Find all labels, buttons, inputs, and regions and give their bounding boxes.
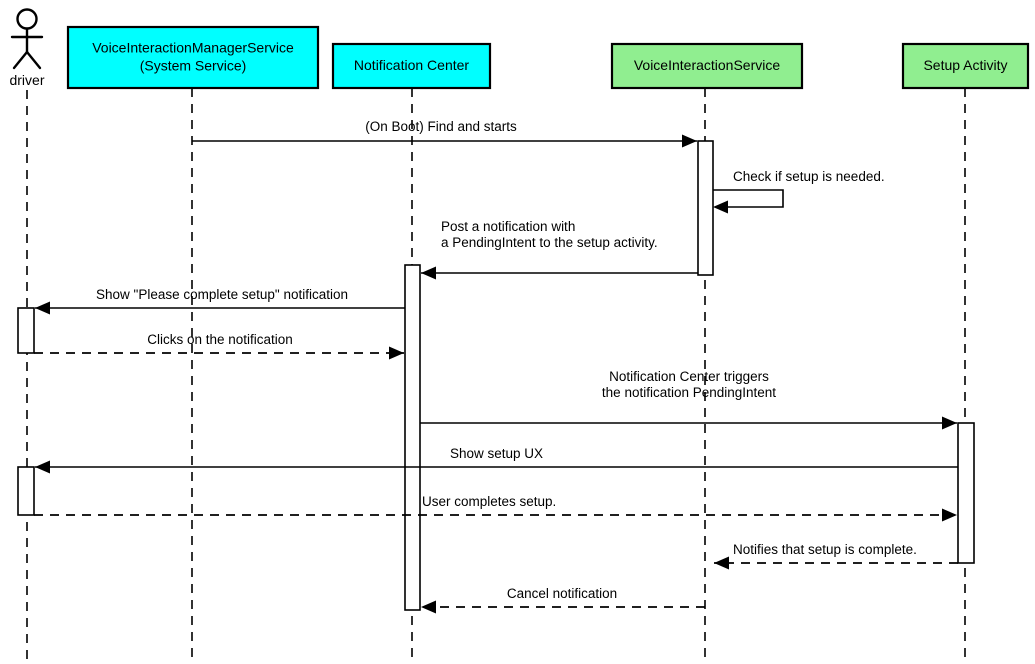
msg-notifies-that-setup-is-complete-label: Notifies that setup is complete. — [733, 542, 917, 557]
msg-on-boot-find-and-starts-arrowhead — [682, 134, 697, 148]
msg-clicks-on-the-notification-label: Clicks on the notification — [147, 332, 293, 347]
msg-check-if-setup-is-needed-path — [713, 189, 784, 208]
msg-check-if-setup-is-needed-arrowhead — [713, 200, 728, 214]
participant-box-setup-activity[interactable] — [901, 42, 1030, 90]
participant-label-voice-interaction-service: VoiceInteractionService — [634, 57, 781, 73]
participant-setup-activity[interactable]: Setup Activity — [901, 42, 1030, 90]
msg-user-completes-setup-arrowhead — [942, 508, 957, 522]
participant-label-notification-center: Notification Center — [354, 57, 470, 73]
msg-notifies-that-setup-is-complete-arrowhead — [714, 556, 729, 570]
actor-right-leg-icon — [25, 50, 42, 70]
msg-user-completes-setup: User completes setup. — [34, 494, 957, 522]
actor-head-icon — [16, 8, 38, 30]
msg-cancel-notification-label: Cancel notification — [507, 586, 617, 601]
activation-bar-voice-interaction-service — [697, 140, 714, 276]
participant-label-driver: driver — [9, 72, 44, 88]
msg-notification-center-triggers-pendingintent-arrowhead — [942, 416, 957, 430]
msg-check-if-setup-is-needed: Check if setup is needed. — [713, 169, 885, 214]
msg-on-boot-find-and-starts-label: (On Boot) Find and starts — [365, 119, 517, 134]
participant-box-vims[interactable] — [66, 25, 320, 90]
msg-cancel-notification-arrowhead — [421, 600, 436, 614]
msg-show-please-complete-setup-notification-arrowhead — [35, 301, 50, 315]
participant-voice-interaction-service[interactable]: VoiceInteractionService — [610, 42, 804, 90]
msg-show-please-complete-setup-notification-label: Show "Please complete setup" notificatio… — [96, 287, 348, 302]
msg-cancel-notification: Cancel notification — [421, 586, 705, 614]
activation-bars-layer — [17, 140, 975, 611]
msg-post-a-notification-arrowhead — [421, 266, 436, 280]
participant-headers-layer: driver VoiceInteractionManagerService(Sys… — [9, 8, 1030, 90]
participant-label-vims: VoiceInteractionManagerService(System Se… — [92, 39, 294, 73]
msg-user-completes-setup-label: User completes setup. — [422, 494, 556, 509]
msg-show-setup-ux: Show setup UX — [35, 446, 958, 474]
participant-box-voice-interaction-service[interactable] — [610, 42, 804, 90]
participant-notification-center[interactable]: Notification Center — [331, 42, 492, 90]
msg-check-if-setup-is-needed-label: Check if setup is needed. — [733, 169, 885, 184]
msg-show-setup-ux-label: Show setup UX — [450, 446, 543, 461]
activation-bar-driver — [17, 466, 35, 516]
msg-show-setup-ux-arrowhead — [35, 460, 50, 474]
actor-left-leg-icon — [12, 50, 29, 70]
participant-label-setup-activity: Setup Activity — [923, 57, 1007, 73]
participant-vims[interactable]: VoiceInteractionManagerService(System Se… — [66, 25, 320, 90]
participant-driver[interactable]: driver — [9, 8, 45, 89]
msg-show-please-complete-setup-notification: Show "Please complete setup" notificatio… — [35, 287, 405, 315]
msg-clicks-on-the-notification: Clicks on the notification — [34, 332, 404, 360]
msg-on-boot-find-and-starts: (On Boot) Find and starts — [192, 119, 697, 148]
msg-notifies-that-setup-is-complete: Notifies that setup is complete. — [714, 542, 958, 570]
activation-bar-driver — [17, 307, 35, 354]
participant-box-notification-center[interactable] — [331, 42, 492, 90]
msg-clicks-on-the-notification-arrowhead — [389, 346, 404, 360]
activation-bar-setup-activity — [957, 422, 975, 564]
activation-bar-notification-center — [404, 264, 421, 611]
